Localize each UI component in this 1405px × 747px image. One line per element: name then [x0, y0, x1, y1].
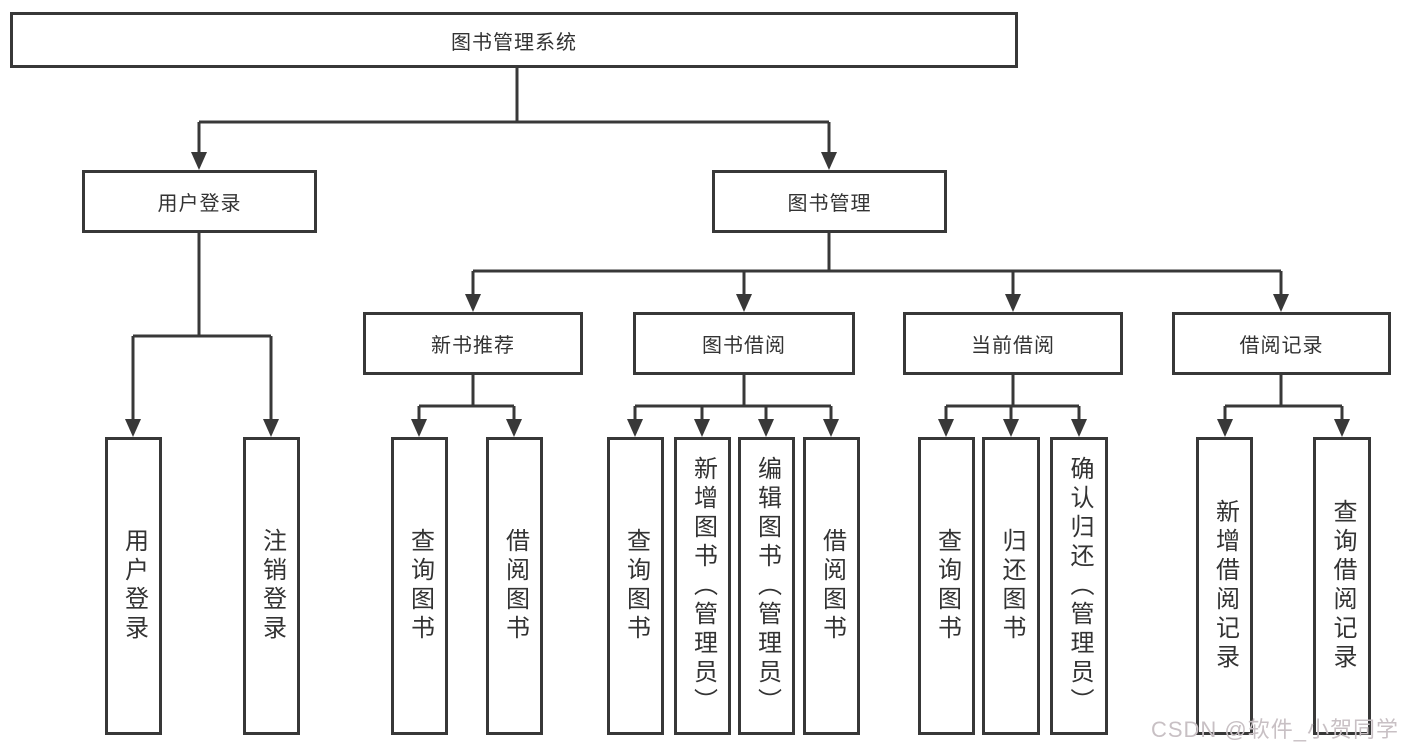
- node-new-book-recommend: 新书推荐: [363, 312, 583, 375]
- leaf-add-borrow-record: 新增借阅记录: [1196, 437, 1253, 735]
- csdn-watermark: CSDN @软件_小贺同学: [1150, 717, 1399, 742]
- leaf-logout: 注销登录: [243, 437, 300, 735]
- leaf-query-books-borrow: 查询图书: [607, 437, 664, 735]
- leaf-borrow-books-recommend: 借阅图书: [486, 437, 543, 735]
- leaf-add-books-admin: 新增图书（管理员）: [674, 437, 731, 735]
- node-library-system: 图书管理系统: [10, 12, 1018, 68]
- node-book-borrow: 图书借阅: [633, 312, 855, 375]
- node-current-borrow: 当前借阅: [903, 312, 1123, 375]
- leaf-confirm-return-admin: 确认归还（管理员）: [1050, 437, 1108, 735]
- node-user-login: 用户登录: [82, 170, 317, 233]
- leaf-query-books-recommend: 查询图书: [391, 437, 448, 735]
- arrowheads: [125, 152, 1350, 437]
- node-borrow-records: 借阅记录: [1172, 312, 1391, 375]
- leaf-user-login: 用户登录: [105, 437, 162, 735]
- leaf-query-books-current: 查询图书: [918, 437, 975, 735]
- leaf-query-borrow-record: 查询借阅记录: [1313, 437, 1371, 735]
- leaf-borrow-books: 借阅图书: [803, 437, 860, 735]
- node-book-management: 图书管理: [712, 170, 947, 233]
- leaf-return-books: 归还图书: [982, 437, 1040, 735]
- leaf-edit-books-admin: 编辑图书（管理员）: [738, 437, 795, 735]
